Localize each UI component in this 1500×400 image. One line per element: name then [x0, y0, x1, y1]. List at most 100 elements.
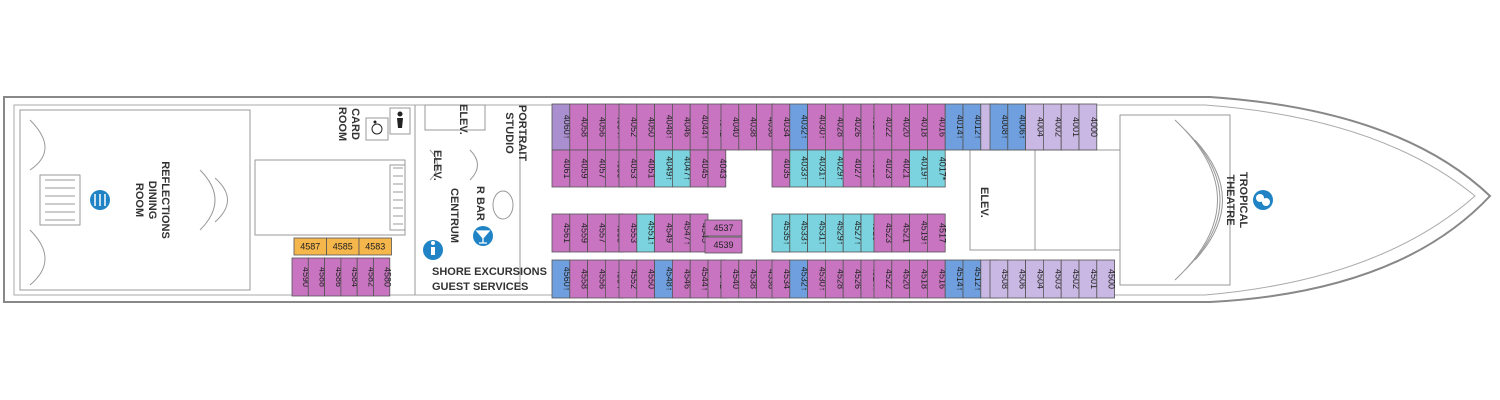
cabin-aft-orange[interactable]: 4585 [326, 237, 360, 256]
cabin-top-outer[interactable]: 4048↑ [654, 103, 675, 151]
cabin-top-outer[interactable]: 4056 [587, 103, 608, 151]
cabin-bottom-outer[interactable]: 4501 [1078, 259, 1099, 299]
cabin-top-outer[interactable]: 4060↑ [551, 103, 572, 151]
cabin-bottom-inner[interactable]: 4527↑ [842, 213, 863, 253]
cabin-top-outer[interactable]: 4050 [636, 103, 657, 151]
cabin-top-inner[interactable]: 4049↑ [654, 149, 675, 188]
cabin-top-outer[interactable]: 4028 [825, 103, 845, 151]
cabin-top-outer[interactable]: 4002 [1043, 103, 1063, 151]
cabin-bottom-outer[interactable]: 4560↑ [551, 259, 572, 299]
cabin-bottom-outer[interactable]: 4502 [1060, 259, 1081, 299]
cabin-aft[interactable]: 4580 [373, 257, 393, 297]
cabin-top-inner[interactable]: 4053 [618, 149, 639, 188]
cabin-bottom-outer[interactable]: 4544↑ [689, 259, 710, 299]
cabin-top-outer[interactable]: 4014↑ [944, 103, 965, 151]
cabin-number: 4020 [902, 117, 912, 137]
cabin-bottom-outer[interactable]: 4516 [927, 259, 947, 299]
cabin-bottom-outer[interactable]: 4552 [618, 259, 639, 299]
cabin-top-outer[interactable]: 4020 [891, 103, 912, 151]
cabin-top-outer[interactable]: 4022 [873, 103, 894, 151]
cabin-number: 4022 [884, 117, 894, 137]
cabin-top-outer[interactable]: 4000 [1078, 103, 1099, 151]
cabin-top-outer[interactable]: 4032↑ [789, 103, 810, 151]
cabin-top-inner[interactable]: 4035 [771, 149, 792, 188]
cabin-top-outer[interactable]: 4044↑ [689, 103, 710, 151]
cabin-bottom-inner[interactable]: 4561 [551, 213, 572, 253]
svg-text:CARD: CARD [349, 108, 361, 140]
cabin-bottom-inner[interactable]: 4547↑ [672, 213, 692, 253]
cabin-bottom-outer[interactable]: 4518 [909, 259, 930, 299]
cabin-top-inner[interactable]: 4059 [569, 149, 590, 188]
cabin-bottom-outer[interactable]: 4512↑ [962, 259, 983, 299]
cabin-aft-orange[interactable]: 4587 [293, 237, 327, 256]
cabin-number: 4047↑ [682, 156, 692, 181]
cabin-bottom-inner[interactable]: 4519↑ [909, 213, 930, 253]
cabin-top-outer[interactable]: 4058 [569, 103, 590, 151]
cabin-mid[interactable]: 4537 [704, 219, 743, 237]
cabin-bottom-outer[interactable]: 4504 [1025, 259, 1046, 299]
cabin-top-inner[interactable]: 4027 [842, 149, 863, 188]
cabin-top-inner[interactable]: 4057 [587, 149, 608, 188]
cabin-bottom-inner[interactable]: 4557 [587, 213, 608, 253]
cabin-top-outer[interactable]: 4040 [720, 103, 741, 151]
cabin-top-outer[interactable]: 4008↑ [989, 103, 1010, 151]
cabin-bottom-inner[interactable]: 4521 [891, 213, 912, 253]
cabin-bottom-inner[interactable]: 4553 [618, 213, 639, 253]
cabin-top-inner[interactable]: 4031↑ [807, 149, 828, 188]
cabin-top-inner[interactable]: 4051 [636, 149, 657, 188]
cabin-bottom-outer[interactable]: 4550 [636, 259, 657, 299]
cabin-bottom-inner[interactable]: 4517 [927, 213, 947, 253]
cabin-top-inner[interactable]: 4023 [873, 149, 894, 188]
cabin-top-outer[interactable]: 4034 [771, 103, 792, 151]
cabin-bottom-outer[interactable]: 4548↑ [654, 259, 675, 299]
cabin-number: 4557 [598, 223, 608, 243]
cabin-bottom-outer[interactable]: 4500 [1096, 259, 1117, 299]
cabin-bottom-inner[interactable]: 4559 [569, 213, 590, 253]
cabin-bottom-inner[interactable]: 4531↑ [807, 213, 828, 253]
cabin-bottom-outer[interactable]: 4558 [569, 259, 590, 299]
cabin-top-inner[interactable]: 4021 [891, 149, 912, 188]
cabin-top-inner[interactable]: 4019↑ [909, 149, 930, 188]
cabin-top-outer[interactable]: 4004 [1025, 103, 1046, 151]
cabin-bottom-outer[interactable]: 4514↑ [944, 259, 965, 299]
cabin-bottom-inner[interactable]: 4551↑ [636, 213, 657, 253]
cabin-top-outer[interactable]: 4038 [738, 103, 759, 151]
cabin-top-outer[interactable]: 4046 [672, 103, 692, 151]
cabin-top-outer[interactable]: 4030↑ [807, 103, 828, 151]
cabin-top-outer[interactable]: 4001 [1060, 103, 1081, 151]
cabin-top-outer[interactable]: 4012↑ [962, 103, 983, 151]
cabin-bottom-outer[interactable]: 4526 [842, 259, 863, 299]
cabin-bottom-inner[interactable]: 4535↑ [771, 213, 792, 253]
cabin-bottom-outer[interactable]: 4520 [891, 259, 912, 299]
cabin-top-inner[interactable]: 4061 [551, 149, 572, 188]
cabin-aft-orange[interactable]: 4583 [358, 237, 392, 256]
cabin-bottom-inner[interactable]: 4523 [873, 213, 894, 253]
cabin-top-outer[interactable]: 4018 [909, 103, 930, 151]
cabin-bottom-inner[interactable]: 4533↑ [789, 213, 810, 253]
cabin-top-inner[interactable]: 4029↑ [825, 149, 845, 188]
cabin-bottom-outer[interactable]: 4532↑ [789, 259, 810, 299]
cabin-top-inner[interactable]: 4043 [707, 149, 728, 188]
cabin-top-inner[interactable]: 4017* [927, 149, 947, 188]
cabin-top-outer[interactable]: 4026 [842, 103, 863, 151]
cabin-top-inner[interactable]: 4045 [689, 149, 710, 188]
cabin-bottom-outer[interactable]: 4506 [1007, 259, 1028, 299]
cabin-top-outer[interactable]: 4006↑ [1007, 103, 1028, 151]
cabin-bottom-outer[interactable]: 4556 [587, 259, 608, 299]
cabin-bottom-inner[interactable]: 4549 [654, 213, 675, 253]
cabin-bottom-outer[interactable]: 4530↑ [807, 259, 828, 299]
cabin-top-inner[interactable]: 4033↑ [789, 149, 810, 188]
cabin-bottom-outer[interactable]: 4546 [672, 259, 692, 299]
cabin-bottom-outer[interactable]: 4522 [873, 259, 894, 299]
cabin-bottom-outer[interactable]: 4528 [825, 259, 845, 299]
cabin-top-inner[interactable]: 4047↑ [672, 149, 692, 188]
cabin-bottom-outer[interactable]: 4534 [771, 259, 792, 299]
cabin-bottom-outer[interactable]: 4503 [1043, 259, 1063, 299]
cabin-bottom-outer[interactable]: 4508 [989, 259, 1010, 299]
cabin-mid[interactable]: 4539 [704, 236, 743, 254]
cabin-bottom-outer[interactable]: 4540 [720, 259, 741, 299]
cabin-bottom-inner[interactable]: 4529↑ [825, 213, 845, 253]
cabin-bottom-outer[interactable]: 4538 [738, 259, 759, 299]
cabin-top-outer[interactable]: 4052 [618, 103, 639, 151]
cabin-top-outer[interactable]: 4016 [927, 103, 947, 151]
